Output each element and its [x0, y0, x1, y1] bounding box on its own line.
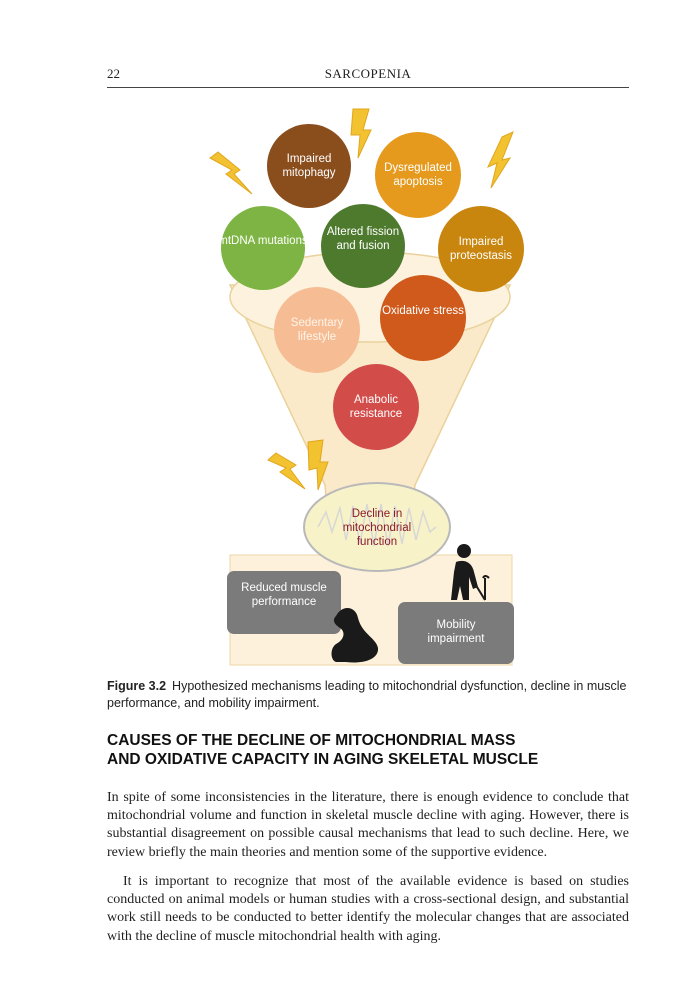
circle-impaired-mitophagy	[267, 124, 351, 208]
running-title: SARCOPENIA	[324, 66, 412, 81]
flexed-arm-icon	[331, 607, 379, 663]
caption-label: Figure 3.2	[107, 679, 167, 693]
outcome-box-left	[227, 571, 341, 634]
figure-3-2: Impaired mitophagy Dysregulated apoptosi…	[180, 100, 560, 670]
page-number: 22	[107, 66, 120, 81]
body-paragraph-1: In spite of some inconsistencies in the …	[107, 790, 629, 860]
label-impaired-proteostasis: Impaired proteostasis	[449, 236, 512, 262]
label-mtdna-mutations: mtDNA mutations	[218, 235, 308, 247]
circle-mtdna-mutations	[221, 206, 305, 290]
label-impaired-mitophagy: Impaired mitophagy	[282, 153, 336, 179]
label-oxidative-stress: Oxidative stress	[382, 305, 464, 317]
section-heading: CAUSES OF THE DECLINE OF MITOCHONDRIAL M…	[107, 731, 629, 769]
section-heading-line-2: AND OXIDATIVE CAPACITY IN AGING SKELETAL…	[107, 751, 539, 768]
elderly-person-with-cane-icon	[451, 544, 490, 601]
header-rule	[107, 87, 629, 88]
label-mobility-impairment: Mobility impairment	[427, 619, 485, 645]
running-head: 22 SARCOPENIA	[107, 66, 629, 86]
mitochondrion-cristae	[317, 503, 437, 547]
figure-diagram	[209, 108, 524, 666]
circle-sedentary-lifestyle	[274, 287, 360, 373]
caption-text: Hypothesized mechanisms leading to mitoc…	[107, 679, 627, 710]
outcome-box-right	[398, 602, 514, 664]
circle-dysregulated-apoptosis	[375, 132, 461, 218]
label-dysregulated-apoptosis: Dysregulated apoptosis	[384, 162, 452, 188]
section-heading-line-1: CAUSES OF THE DECLINE OF MITOCHONDRIAL M…	[107, 732, 516, 749]
label-mitochondrial-decline: Decline in mitochondrial function	[342, 508, 412, 548]
label-anabolic-resistance: Anabolic resistance	[349, 394, 403, 420]
lightning-icon	[209, 108, 514, 491]
circle-altered-fission-fusion	[321, 204, 405, 288]
circle-impaired-proteostasis	[438, 206, 524, 292]
label-reduced-muscle-performance: Reduced muscle performance	[241, 582, 327, 608]
circle-oxidative-stress	[380, 275, 466, 361]
body-paragraph-2: It is important to recognize that most o…	[107, 874, 629, 944]
circle-anabolic-resistance	[333, 364, 419, 450]
label-altered-fission-fusion: Altered fission and fusion	[326, 226, 400, 252]
label-sedentary-lifestyle: Sedentary lifestyle	[290, 317, 344, 343]
